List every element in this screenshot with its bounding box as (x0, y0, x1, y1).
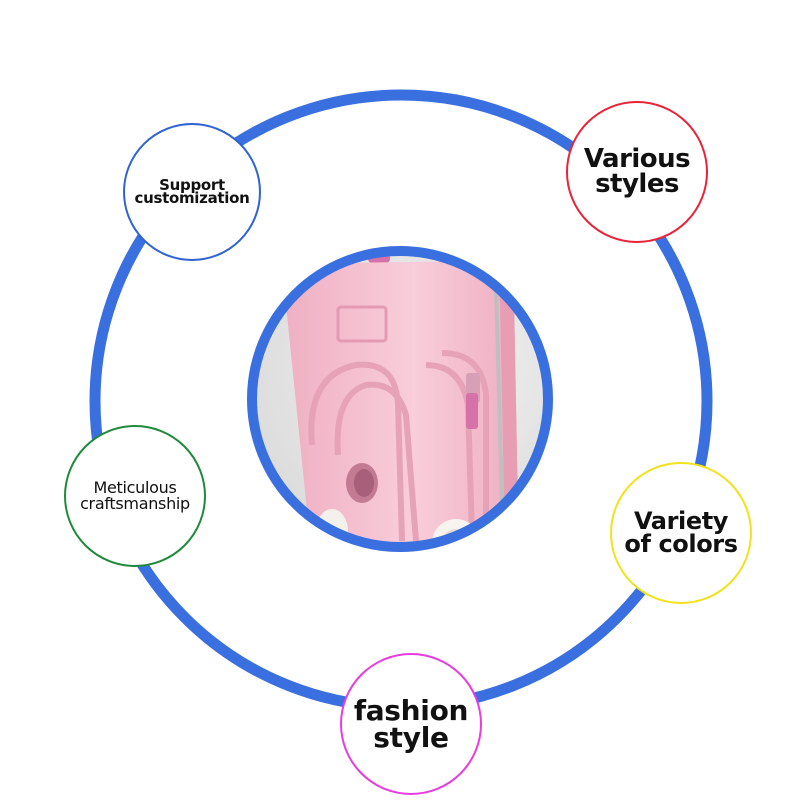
support-line2: customization (134, 189, 250, 207)
variety-line1: Variety (633, 507, 729, 535)
support-customization-bubble: Support customization (123, 123, 261, 261)
various-line2: styles (595, 169, 679, 199)
meticulous-line1: Meticulous (93, 478, 177, 497)
inner-ring (247, 246, 553, 552)
fashion-line2: style (373, 721, 449, 754)
variety-line2: of colors (624, 530, 738, 558)
fashion-line1: fashion (353, 694, 469, 727)
fashion-style-bubble: fashion style (340, 653, 482, 795)
various-styles-bubble: Various styles (566, 101, 708, 243)
variety-of-colors-bubble: Variety of colors (610, 462, 752, 604)
meticulous-line2: craftsmanship (80, 494, 190, 513)
support-line1: Support (159, 176, 225, 194)
meticulous-craftsmanship-bubble: Meticulous craftsmanship (64, 425, 206, 567)
product-photo (247, 246, 553, 552)
various-line1: Various (583, 144, 691, 174)
